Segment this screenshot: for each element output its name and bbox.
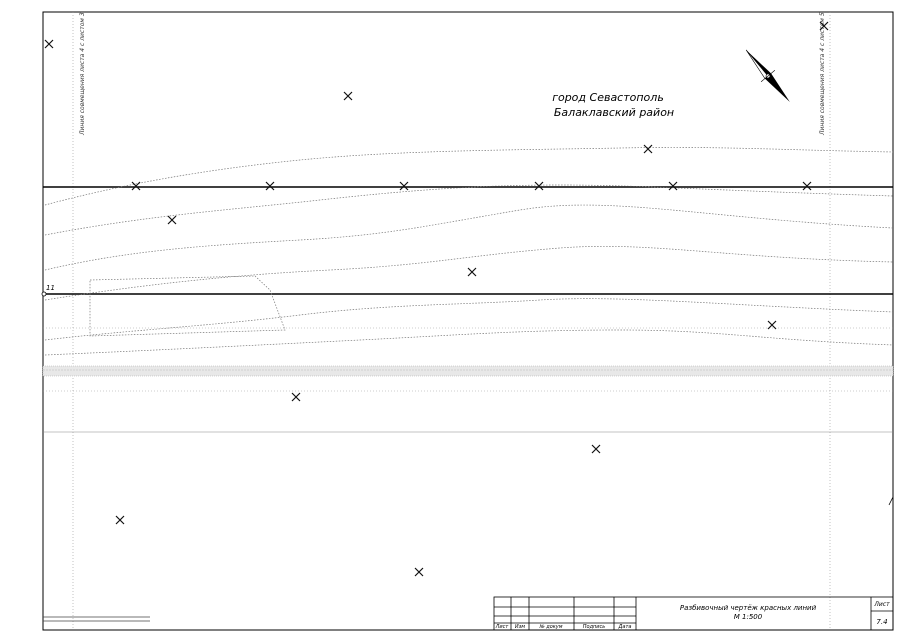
- cross-marker-icon: [668, 181, 678, 191]
- cross-marker-icon: [819, 21, 829, 31]
- cross-marker-icon: [767, 320, 777, 330]
- cross-marker-icon: [44, 39, 54, 49]
- cross-marker-icon: [399, 181, 409, 191]
- cross-marker-icon: [131, 181, 141, 191]
- match-line-right-label: Линия совмещения листа 4 с листом 5: [819, 12, 826, 136]
- survey-markers: [44, 21, 829, 577]
- cross-marker-icon: [534, 181, 544, 191]
- line-marker-label: 11: [46, 284, 55, 292]
- tb-col-doc: № докум: [538, 624, 562, 630]
- tb-col-date: Дата: [618, 624, 632, 630]
- location-district: Балаклавский район: [554, 106, 674, 119]
- tb-col-rev: Изм: [515, 624, 525, 630]
- survey-contours: [44, 147, 894, 356]
- sheet-label: Лист: [873, 601, 890, 608]
- title-block: Лист Изм № докум Подпись Дата Разбивочны…: [493, 596, 894, 631]
- north-arrow-icon: [745, 49, 790, 103]
- line-marker-point: [41, 291, 47, 297]
- cross-marker-icon: [265, 181, 275, 191]
- drawing-frame: [42, 11, 894, 631]
- tb-col-sheet: Лист: [495, 624, 510, 630]
- cross-marker-icon: [467, 267, 477, 277]
- tb-col-sign: Подпись: [583, 624, 606, 630]
- cross-marker-icon: [414, 567, 424, 577]
- cross-marker-icon: [291, 392, 301, 402]
- drawing-scale: М 1:500: [734, 613, 763, 621]
- cross-marker-icon: [115, 515, 125, 525]
- cross-marker-icon: [643, 144, 653, 154]
- cross-marker-icon: [167, 215, 177, 225]
- match-line-left-label: Линия совмещения листа 4 с листом 3: [79, 12, 86, 136]
- drawing-title: Разбивочный чертёж красных линий: [680, 604, 817, 612]
- road-band: [42, 365, 894, 377]
- sheet-number: 7.4: [876, 618, 887, 626]
- cross-marker-icon: [591, 444, 601, 454]
- location-city: город Севастополь: [552, 91, 664, 104]
- cross-marker-icon: [343, 91, 353, 101]
- cross-marker-icon: [802, 181, 812, 191]
